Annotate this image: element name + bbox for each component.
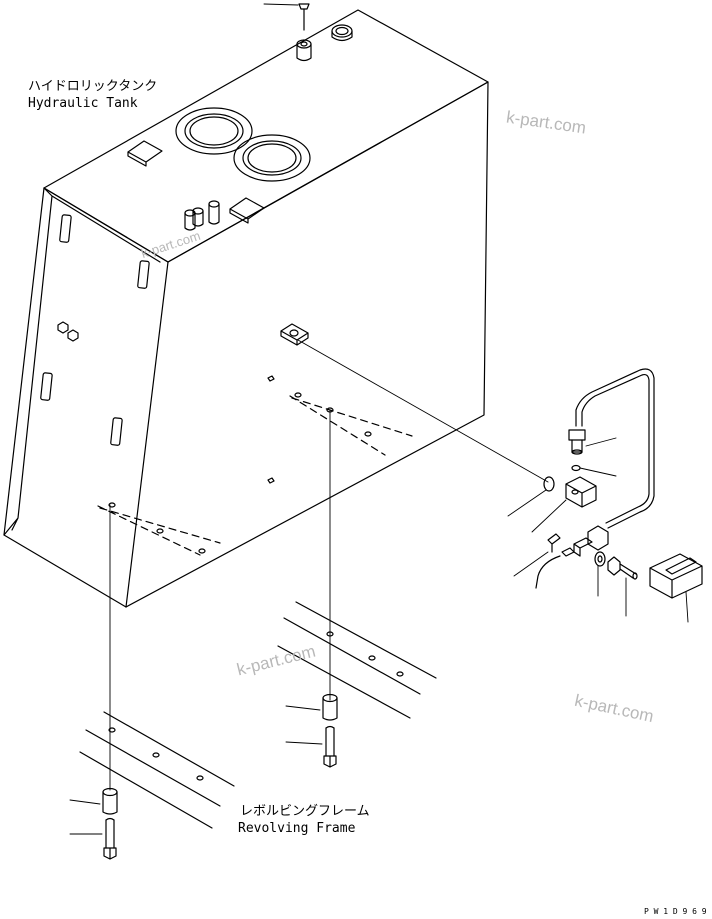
tank-top-face xyxy=(43,9,489,263)
leader-lines xyxy=(69,3,689,835)
side-fittings xyxy=(57,321,79,342)
frame-label-jp: レボルビングフレーム xyxy=(240,804,370,819)
clip xyxy=(547,533,561,553)
hidden-holes xyxy=(108,392,372,554)
mount-plate-2 xyxy=(229,197,265,224)
level-gauge-plug xyxy=(298,3,310,31)
tank-label-jp: ハイドロリックタンク xyxy=(28,79,158,94)
breather-boss xyxy=(331,24,353,42)
tube xyxy=(575,368,655,529)
tank-left-edge xyxy=(3,187,45,536)
tank-label-en: Hydraulic Tank xyxy=(28,96,138,111)
bracket-3 xyxy=(40,372,53,401)
pressure-switch-assembly xyxy=(535,368,703,599)
spacer-right xyxy=(322,693,338,721)
switch-bolt xyxy=(607,556,638,580)
hydraulic-tank xyxy=(3,9,489,608)
plug xyxy=(543,476,555,492)
suction-strainer-cover-2 xyxy=(233,134,311,182)
hidden-lines xyxy=(97,395,413,556)
bracket-4 xyxy=(110,417,123,446)
switch-wire xyxy=(535,555,561,589)
tank-right-face xyxy=(125,81,489,608)
suction-strainer-cover-1 xyxy=(175,107,253,155)
adapter-block xyxy=(565,476,597,508)
drawing-code: P W 1 D 9 6 9 xyxy=(644,907,707,916)
tank-side-plate xyxy=(3,187,161,608)
top-boss-b xyxy=(192,207,204,227)
bracket-1 xyxy=(59,214,72,243)
top-boss-c xyxy=(208,200,220,225)
bolt-left xyxy=(103,817,117,860)
bracket-2 xyxy=(137,260,150,289)
mount-block xyxy=(649,553,703,599)
mount-plate-1 xyxy=(127,140,163,167)
tank-front-face-edge xyxy=(43,187,169,608)
o-ring xyxy=(571,464,581,472)
level-gauge-boss xyxy=(296,39,312,62)
revolving-frame-left xyxy=(79,711,235,829)
pressure-switch xyxy=(561,525,609,557)
washer xyxy=(594,551,606,567)
spacer-left xyxy=(102,787,118,815)
mount-holes xyxy=(267,375,275,484)
bolt-axis-lines xyxy=(109,339,549,791)
bolt-right xyxy=(323,725,337,768)
connector-nut xyxy=(568,429,586,455)
sensor-port xyxy=(280,323,309,346)
revolving-frame-right xyxy=(277,601,437,719)
frame-label-en: Revolving Frame xyxy=(238,821,356,836)
